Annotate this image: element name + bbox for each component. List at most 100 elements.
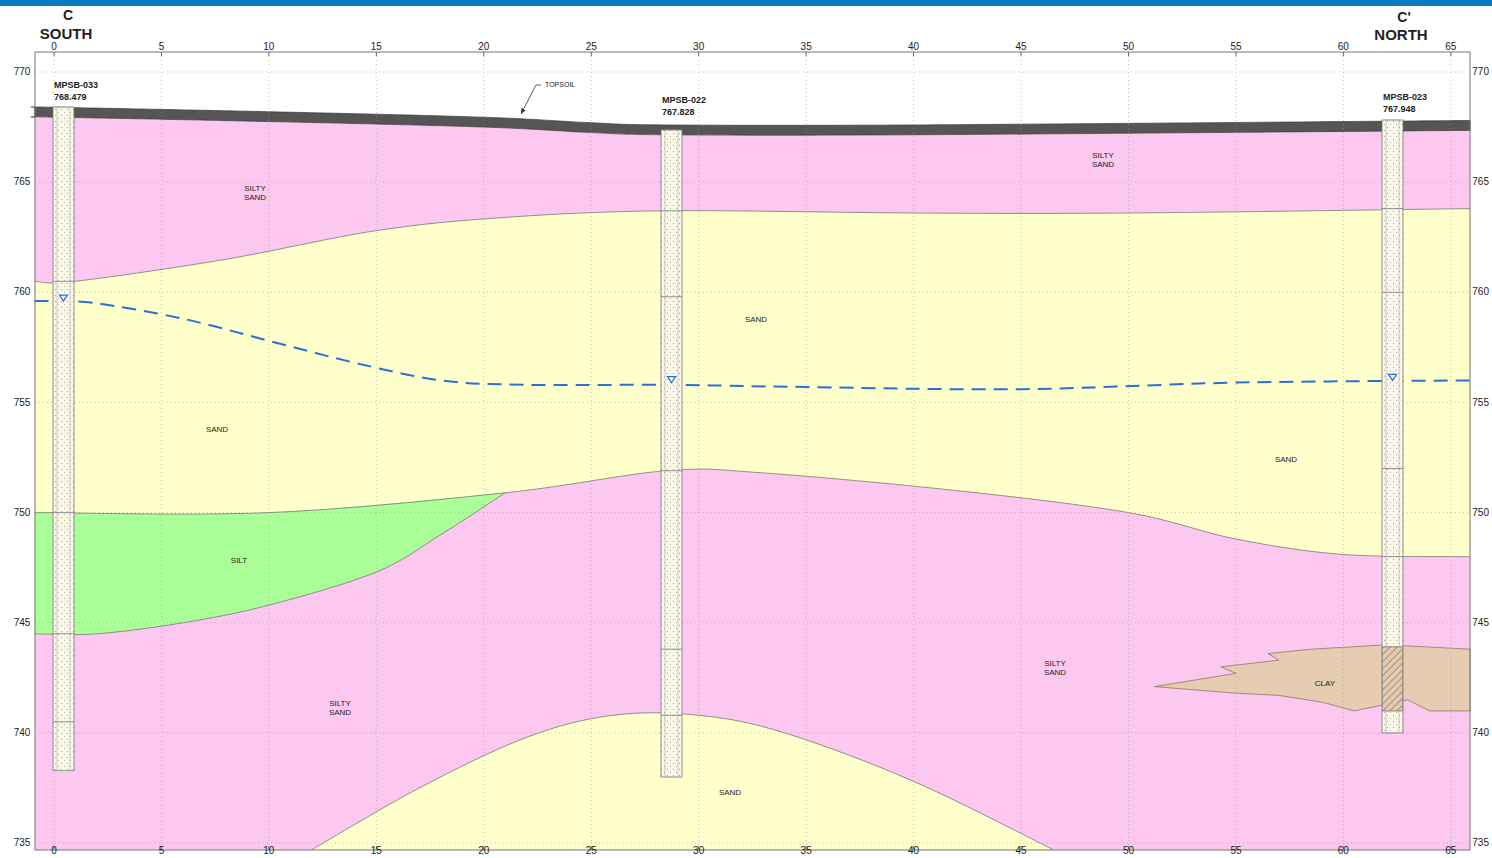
- boring-log: [1382, 120, 1403, 733]
- silty-sand-layer: [31, 107, 1470, 850]
- tick-mark: [698, 52, 699, 56]
- boring-interval: [661, 715, 682, 716]
- boring-interval: [661, 210, 682, 211]
- layer-label: SAND: [206, 426, 228, 434]
- layer-label: CLAY: [1315, 680, 1335, 688]
- layer-boundary: [35, 493, 506, 635]
- distance-tick: 45: [1016, 42, 1027, 52]
- grid-line: [35, 622, 1470, 623]
- silt-layer: [35, 493, 506, 635]
- distance-tick: 5: [159, 42, 165, 52]
- section-end-label: NORTH: [1374, 27, 1427, 42]
- distance-tick: 45: [1016, 846, 1027, 856]
- header-bar: [0, 0, 1492, 6]
- water-level-symbol: [668, 377, 676, 383]
- grid-line: [1343, 52, 1344, 850]
- boring-core: [665, 130, 678, 777]
- elevation-tick: 745: [14, 618, 31, 628]
- distance-tick: 0: [51, 42, 57, 52]
- distance-tick: 0: [51, 846, 57, 856]
- grid-line: [1235, 52, 1236, 850]
- distance-tick: 50: [1123, 42, 1134, 52]
- tick-mark: [483, 52, 484, 56]
- callout-label: TOPSOIL: [545, 81, 575, 88]
- distance-tick: 35: [801, 42, 812, 52]
- elevation-tick: 735: [1472, 838, 1489, 848]
- elevation-tick: 735: [14, 838, 31, 848]
- boring-interval: [1382, 556, 1403, 557]
- grid-line: [698, 52, 699, 850]
- elevation-tick: 760: [14, 287, 31, 297]
- grid-line: [35, 182, 1470, 183]
- distance-tick: 15: [371, 42, 382, 52]
- distance-tick: 40: [908, 846, 919, 856]
- layer-label: SILTY SAND: [1086, 151, 1120, 169]
- boring-interval: [661, 470, 682, 471]
- elevation-tick: 760: [1472, 287, 1489, 297]
- distance-tick: 60: [1338, 846, 1349, 856]
- elevation-tick: 765: [14, 177, 31, 187]
- boring-core: [1386, 120, 1399, 733]
- layer-label: SILTY SAND: [1038, 659, 1072, 677]
- layer-label: SILTY SAND: [238, 184, 272, 202]
- section-end-label: SOUTH: [40, 26, 93, 41]
- sand-layer: [312, 713, 1053, 850]
- grid-line: [35, 292, 1470, 293]
- grid-line: [35, 843, 1470, 844]
- plot-frame: [35, 52, 1470, 850]
- elevation-tick: 740: [1472, 728, 1489, 738]
- elevation-tick: 745: [1472, 618, 1489, 628]
- distance-tick: 25: [586, 42, 597, 52]
- boring-core: [57, 107, 70, 770]
- grid-line: [376, 52, 377, 850]
- elevation-tick: 740: [14, 728, 31, 738]
- layer-boundary: [312, 713, 1053, 850]
- section-end-label: C: [63, 8, 73, 22]
- elevation-tick: 770: [1472, 67, 1489, 77]
- tick-mark: [161, 52, 162, 56]
- distance-tick: 20: [478, 846, 489, 856]
- water-level-symbol: [60, 295, 68, 301]
- elevation-tick: 750: [14, 508, 31, 518]
- layer-label: SAND: [745, 316, 767, 324]
- distance-tick: 5: [159, 846, 165, 856]
- elevation-tick: 770: [14, 67, 31, 77]
- grid-line: [161, 52, 162, 850]
- boring-log: [53, 107, 74, 770]
- layer-label: SILTY SAND: [323, 699, 357, 717]
- boring-label: 768.479: [54, 93, 87, 102]
- boring-interval: [661, 296, 682, 297]
- distance-tick: 25: [586, 846, 597, 856]
- section-end-label: C': [1397, 10, 1410, 24]
- grid-line: [1021, 52, 1022, 850]
- tick-mark: [806, 52, 807, 56]
- tick-mark: [1343, 52, 1344, 56]
- tick-mark: [268, 52, 269, 56]
- grid-line: [35, 732, 1470, 733]
- boring-label: MPSB-022: [662, 96, 706, 105]
- boring-label: 767.948: [1383, 105, 1416, 114]
- elevation-tick: 765: [1472, 177, 1489, 187]
- topsoil-band: [31, 107, 1470, 135]
- tick-mark: [1021, 52, 1022, 56]
- boring-label: MPSB-023: [1383, 93, 1427, 102]
- distance-tick: 65: [1445, 846, 1456, 856]
- clay-sample: [1383, 647, 1403, 711]
- water-table: [35, 301, 1471, 389]
- tick-mark: [376, 52, 377, 56]
- elevation-tick: 755: [1472, 398, 1489, 408]
- distance-tick: 30: [693, 42, 704, 52]
- boring-log: [661, 130, 682, 777]
- tick-mark: [913, 52, 914, 56]
- grid-line: [483, 52, 484, 850]
- boring-label: 767.828: [662, 108, 695, 117]
- distance-tick: 30: [693, 846, 704, 856]
- grid-line: [1128, 52, 1129, 850]
- layer-label: SAND: [719, 789, 741, 797]
- grid-line: [268, 52, 269, 850]
- water-level-symbol: [1389, 374, 1397, 380]
- layer-label: SAND: [1275, 456, 1297, 464]
- distance-tick: 10: [263, 42, 274, 52]
- sand-layer: [35, 209, 1471, 557]
- boring-interval: [53, 512, 74, 513]
